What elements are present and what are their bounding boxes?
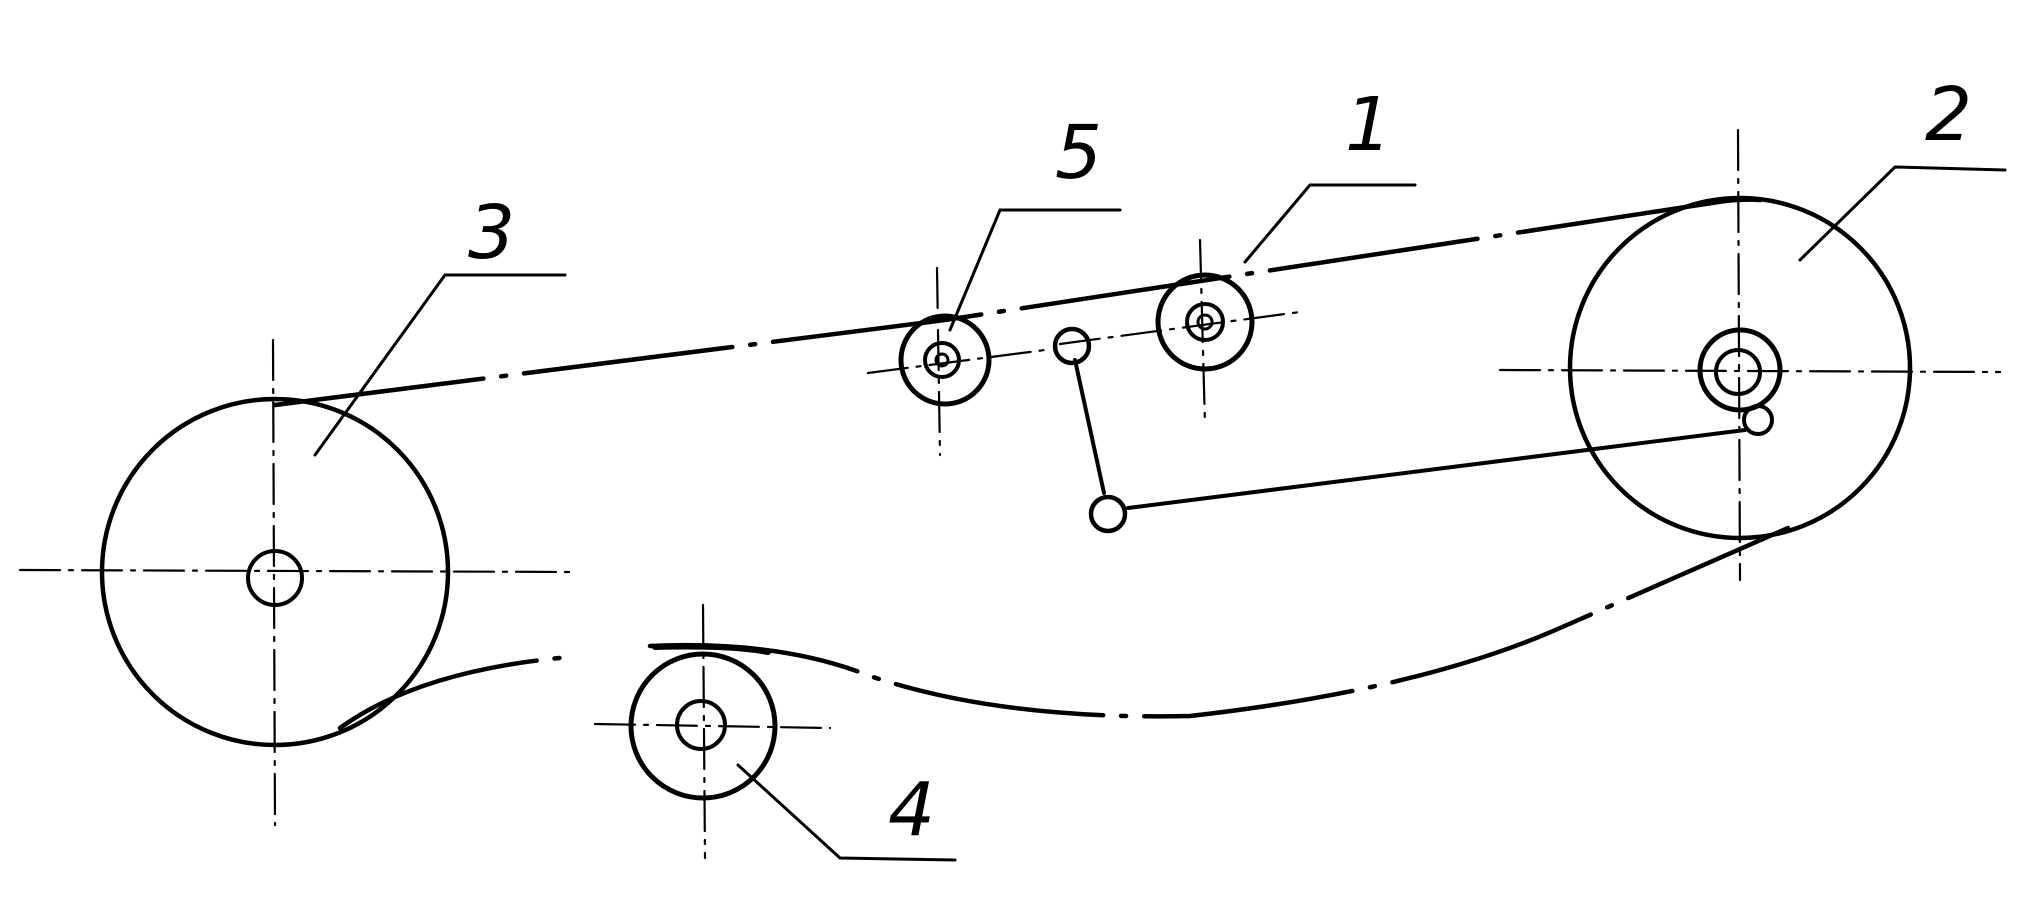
label-5: 5 bbox=[1055, 110, 1102, 196]
pulley-1-hub-dot bbox=[1196, 313, 1214, 331]
pulley-4-axis-vertical bbox=[701, 603, 707, 860]
pulley-3 bbox=[18, 338, 577, 827]
label-1: 1 bbox=[1345, 82, 1392, 168]
pulley-5-outer bbox=[898, 313, 992, 407]
pulley-2-outer bbox=[1567, 195, 1913, 541]
pulley-2-crank-pin bbox=[1742, 404, 1774, 436]
pulley-3-hub bbox=[246, 549, 304, 607]
leader-2 bbox=[1798, 165, 2007, 262]
pulley-1-hub bbox=[1185, 302, 1225, 342]
leader-3 bbox=[313, 273, 567, 457]
belt-upper bbox=[272, 198, 1728, 408]
leader-4 bbox=[736, 763, 957, 862]
pulley-5-hub-dot bbox=[934, 352, 950, 368]
pulley-4-hub bbox=[675, 699, 727, 751]
label-3: 3 bbox=[468, 190, 515, 276]
pulley-3-axis-horizontal bbox=[18, 568, 577, 574]
linkage bbox=[1052, 326, 1747, 534]
pulley-4 bbox=[593, 603, 832, 860]
pulley-5 bbox=[866, 266, 1047, 457]
pulley-3-axis-vertical bbox=[271, 338, 277, 827]
lever-pivot-top bbox=[1052, 326, 1092, 366]
label-2: 2 bbox=[1925, 72, 1972, 158]
pulley-1-outer bbox=[1155, 272, 1255, 372]
part-labels: 3 5 1 2 4 bbox=[468, 72, 1972, 853]
pulley-5-hub bbox=[923, 341, 961, 379]
pulley-2-axis-horizontal bbox=[1498, 368, 2002, 374]
pulley-2-axis-vertical bbox=[1736, 128, 1742, 582]
connecting-rod bbox=[1126, 428, 1747, 510]
pulley-4-axis-horizontal bbox=[593, 722, 832, 730]
pulley-5-axis-vertical bbox=[935, 266, 942, 457]
pulley-2-hub-inner bbox=[1714, 348, 1762, 396]
leader-5 bbox=[948, 208, 1122, 332]
belt-lower bbox=[337, 654, 573, 731]
belt bbox=[272, 197, 1791, 731]
pulley-2-hub-outer bbox=[1697, 327, 1783, 413]
pulley-3-outer bbox=[99, 396, 451, 748]
pulley-1-axis-vertical bbox=[1198, 238, 1207, 427]
label-4: 4 bbox=[888, 767, 935, 853]
pulley-1 bbox=[1058, 238, 1302, 427]
pulley-4-outer bbox=[628, 651, 778, 801]
pulley-2 bbox=[1498, 128, 2002, 582]
leader-lines bbox=[313, 165, 2007, 862]
lever-arm bbox=[1073, 358, 1106, 495]
pulley-5-axis-horizontal bbox=[866, 348, 1047, 375]
pulley-1-axis-horizontal bbox=[1058, 310, 1302, 346]
lever-pivot-bottom bbox=[1088, 494, 1128, 534]
belt-lower-middle bbox=[647, 525, 1791, 719]
leader-1 bbox=[1243, 183, 1417, 264]
belt-tension-contact bbox=[652, 643, 771, 655]
